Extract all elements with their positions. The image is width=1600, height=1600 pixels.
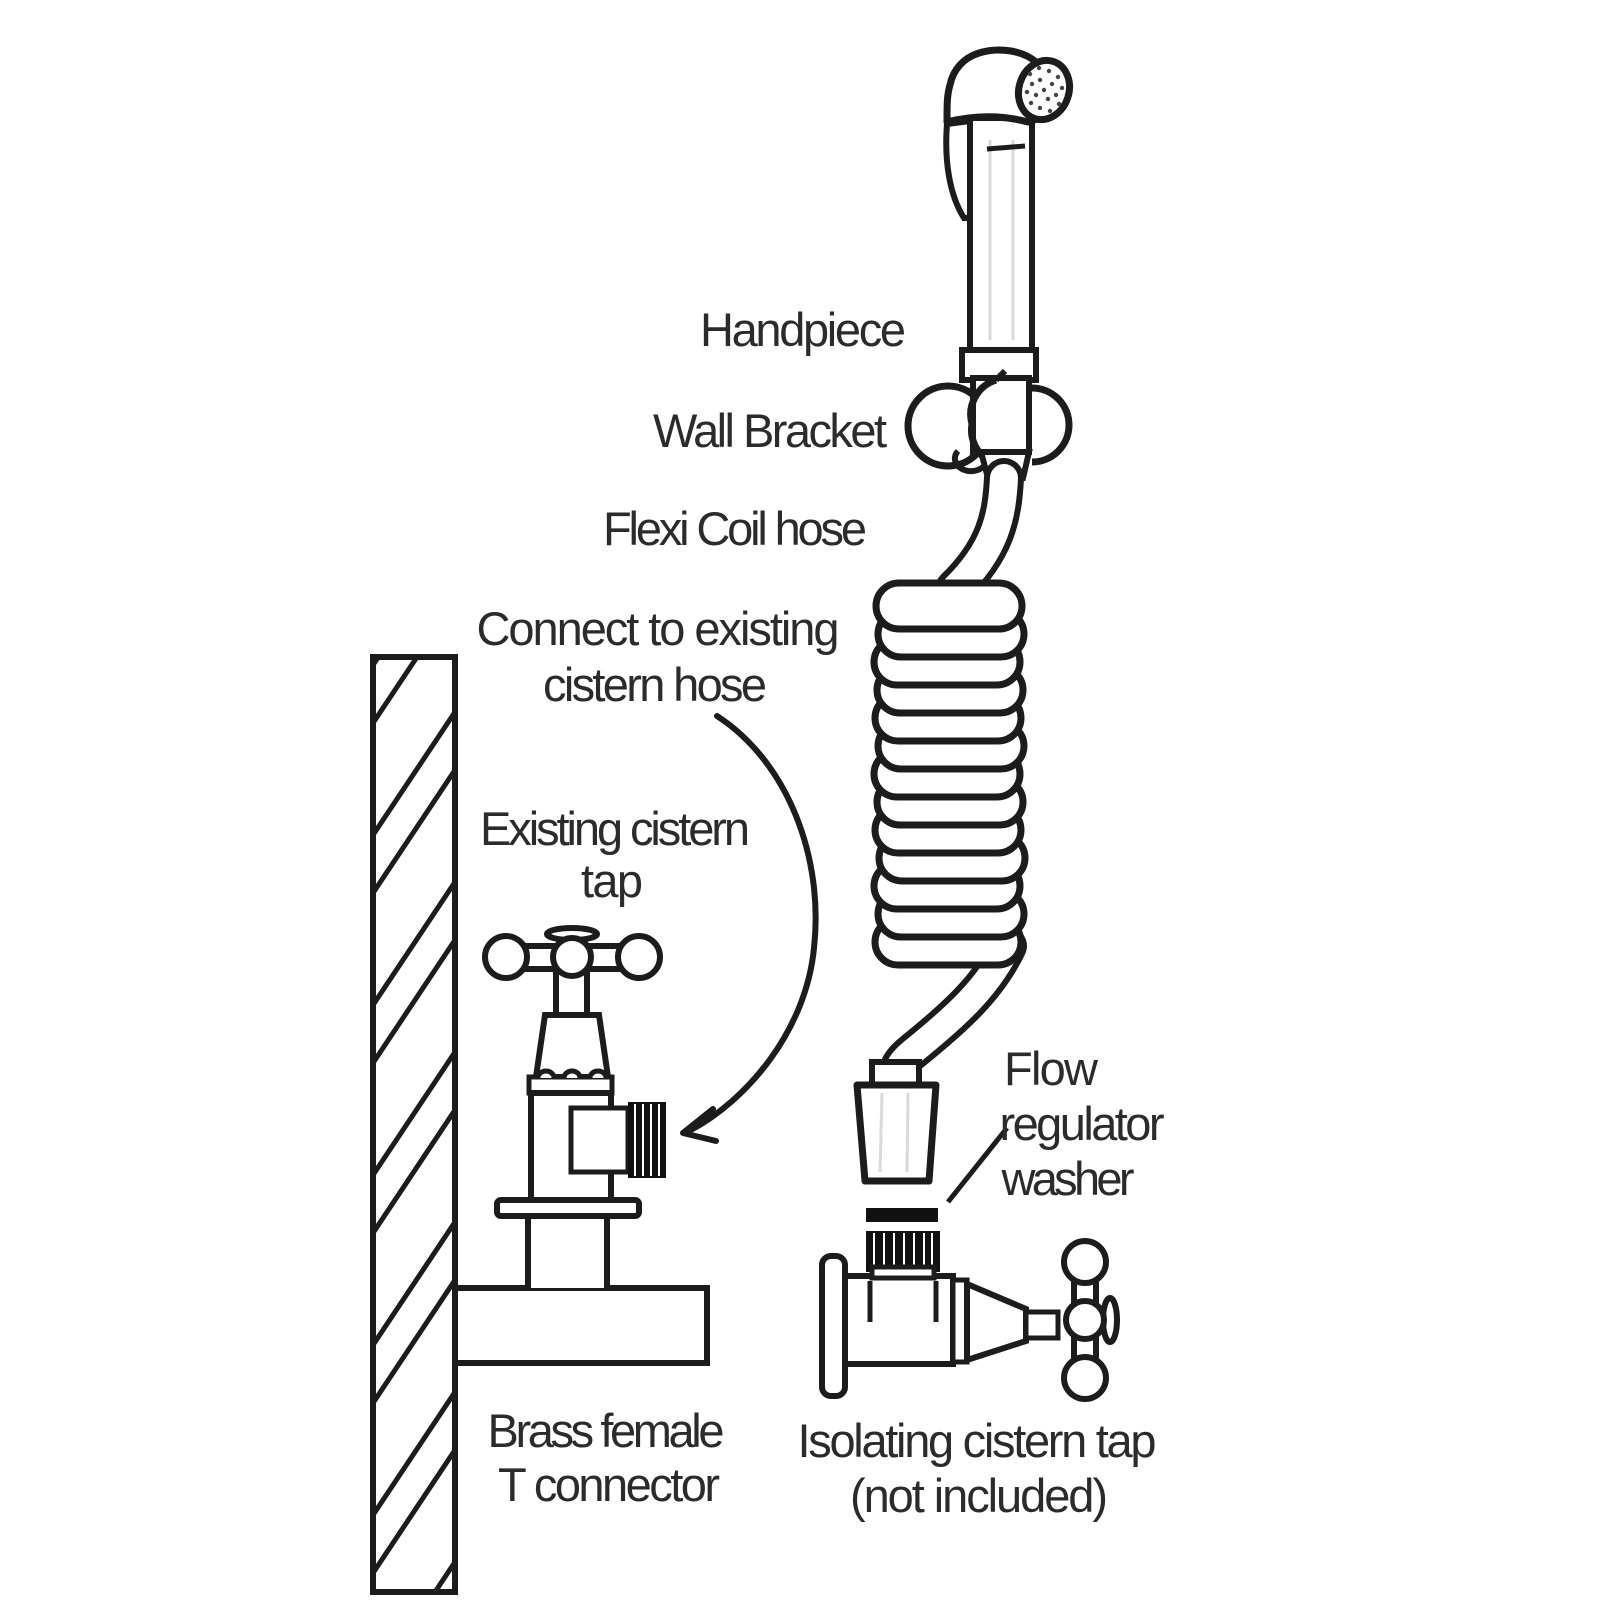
t-connector-label-line1: Brass female [488,1404,725,1457]
tap-thread [628,1102,666,1178]
isolating-tap-label-line2: (not included) [850,1469,1108,1522]
flexi-coil-hose-label: Flexi Coil hose [603,502,867,555]
t-connector-drawing [452,1213,710,1366]
flow-washer-label-line2: regulator [1000,1097,1165,1150]
flow-washer-label-line1: Flow [1004,1042,1099,1095]
spray-face [1014,56,1074,124]
existing-tap-label-line1: Existing cistern [480,802,750,855]
wall-bracket-label: Wall Bracket [653,404,887,457]
cone-connector [853,1059,940,1185]
handpiece-drawing [943,46,1074,383]
flow-regulator-washer-drawing [866,1126,1009,1222]
wall-drawing [370,654,458,1595]
wall-bracket-drawing [904,368,1073,481]
cross-handle [1061,1238,1120,1402]
flow-washer-label-line3: washer [1001,1152,1135,1205]
t-connector-label-line2: T connector [498,1458,720,1511]
connect-label-line2: cistern hose [543,658,767,711]
existing-tap-label-line2: tap [581,854,643,907]
handpiece-label: Handpiece [700,303,906,356]
connect-label-line1: Connect to existing [477,602,840,655]
isolating-tap-drawing [819,1231,1120,1402]
isolating-tap-label-line1: Isolating cistern tap [798,1414,1157,1467]
connect-arrow [680,713,819,1144]
coil-hose-drawing [853,458,1029,1185]
